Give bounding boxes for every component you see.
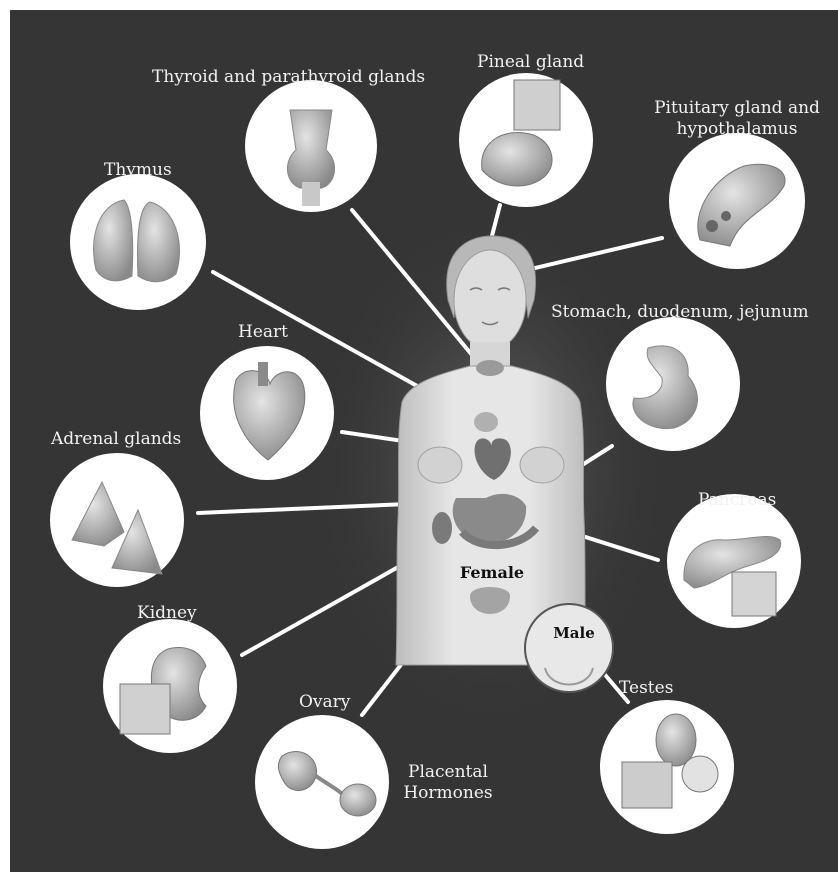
label-adrenal: Adrenal glands xyxy=(51,429,181,450)
brain-icon xyxy=(482,133,552,186)
label-thymus: Thymus xyxy=(104,160,172,181)
embryo-icon xyxy=(340,784,376,816)
pineal-inset-icon xyxy=(514,80,560,130)
label-pituitary: Pituitary gland and hypothalamus xyxy=(652,98,822,140)
label-thyroid: Thyroid and parathyroid glands xyxy=(152,67,425,88)
label-pineal: Pineal gland xyxy=(477,52,584,73)
male-inset-circle xyxy=(525,604,613,692)
label-placental-line1: Placental xyxy=(398,762,498,783)
label-kidney: Kidney xyxy=(137,603,197,624)
testis-tissue-icon xyxy=(622,762,672,808)
label-testes: Testes xyxy=(619,678,673,699)
label-pancreas: Pancreas xyxy=(698,490,776,511)
label-placental-line2: Hormones xyxy=(398,783,498,804)
male-label: Male xyxy=(553,624,595,642)
pancreas-tissue-icon xyxy=(732,572,776,616)
female-label: Female xyxy=(460,563,524,582)
testis-icon xyxy=(656,714,696,766)
label-placental: Placental Hormones xyxy=(398,762,498,804)
kidney-tissue-icon xyxy=(120,684,170,734)
label-heart: Heart xyxy=(238,322,288,343)
label-pituitary-line1: Pituitary gland and xyxy=(652,98,822,119)
label-pituitary-line2: hypothalamus xyxy=(652,119,822,140)
label-stomach: Stomach, duodenum, jejunum xyxy=(551,302,809,323)
label-ovary: Ovary xyxy=(299,692,350,713)
